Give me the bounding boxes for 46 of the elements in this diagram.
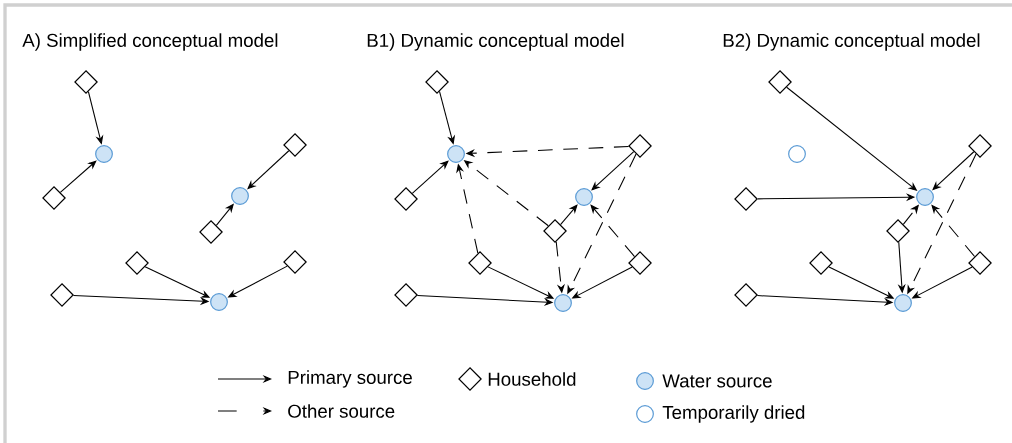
arrow	[932, 151, 975, 191]
household-diamond	[199, 220, 223, 244]
household-diamond	[809, 251, 833, 275]
legend-label: Water source	[662, 374, 772, 388]
water-source-circle	[231, 187, 249, 205]
dashed-arrow	[590, 204, 636, 258]
arrow	[247, 150, 290, 190]
arrow	[559, 204, 578, 226]
dried-source-circle	[788, 145, 806, 163]
household-diamond	[968, 134, 992, 158]
water-source-circle	[575, 188, 593, 206]
household-diamond	[468, 251, 492, 275]
household-diamond	[50, 283, 74, 307]
household-diamond	[74, 70, 98, 94]
household-diamond	[734, 283, 758, 307]
household-diamond	[425, 70, 449, 94]
household-diamond	[283, 250, 307, 274]
household-diamond	[42, 186, 66, 210]
arrow	[591, 151, 635, 191]
dashed-arrow	[931, 204, 976, 258]
water-source-circle	[554, 294, 572, 312]
water-source-circle	[916, 188, 934, 206]
household-diamond	[394, 187, 418, 211]
household-diamond	[543, 219, 567, 243]
household-diamond	[768, 70, 792, 94]
legend-label: Primary source	[288, 370, 412, 388]
arrow	[59, 160, 97, 193]
household-diamond	[283, 133, 307, 157]
legend-label: Temporarily dried	[662, 405, 805, 423]
household-diamond	[886, 219, 910, 243]
water-source-circle	[447, 145, 465, 163]
household-diamond	[628, 251, 652, 275]
water-source-circle	[894, 294, 912, 312]
panel-title: A) Simplified conceptual model	[22, 33, 278, 51]
household-diamond	[394, 283, 418, 307]
household-diamond	[125, 251, 149, 275]
panel-title: B2) Dynamic conceptual model	[723, 33, 980, 51]
legend-label: Household	[488, 372, 576, 386]
legend-label: Other source	[288, 404, 395, 418]
arrow	[411, 160, 449, 194]
household-diamond	[734, 187, 758, 211]
household-diamond	[628, 134, 652, 158]
water-source-circle	[95, 145, 113, 163]
water-source-circle	[210, 293, 228, 311]
panel-title: B1) Dynamic conceptual model	[367, 33, 624, 51]
household-diamond	[968, 251, 992, 275]
